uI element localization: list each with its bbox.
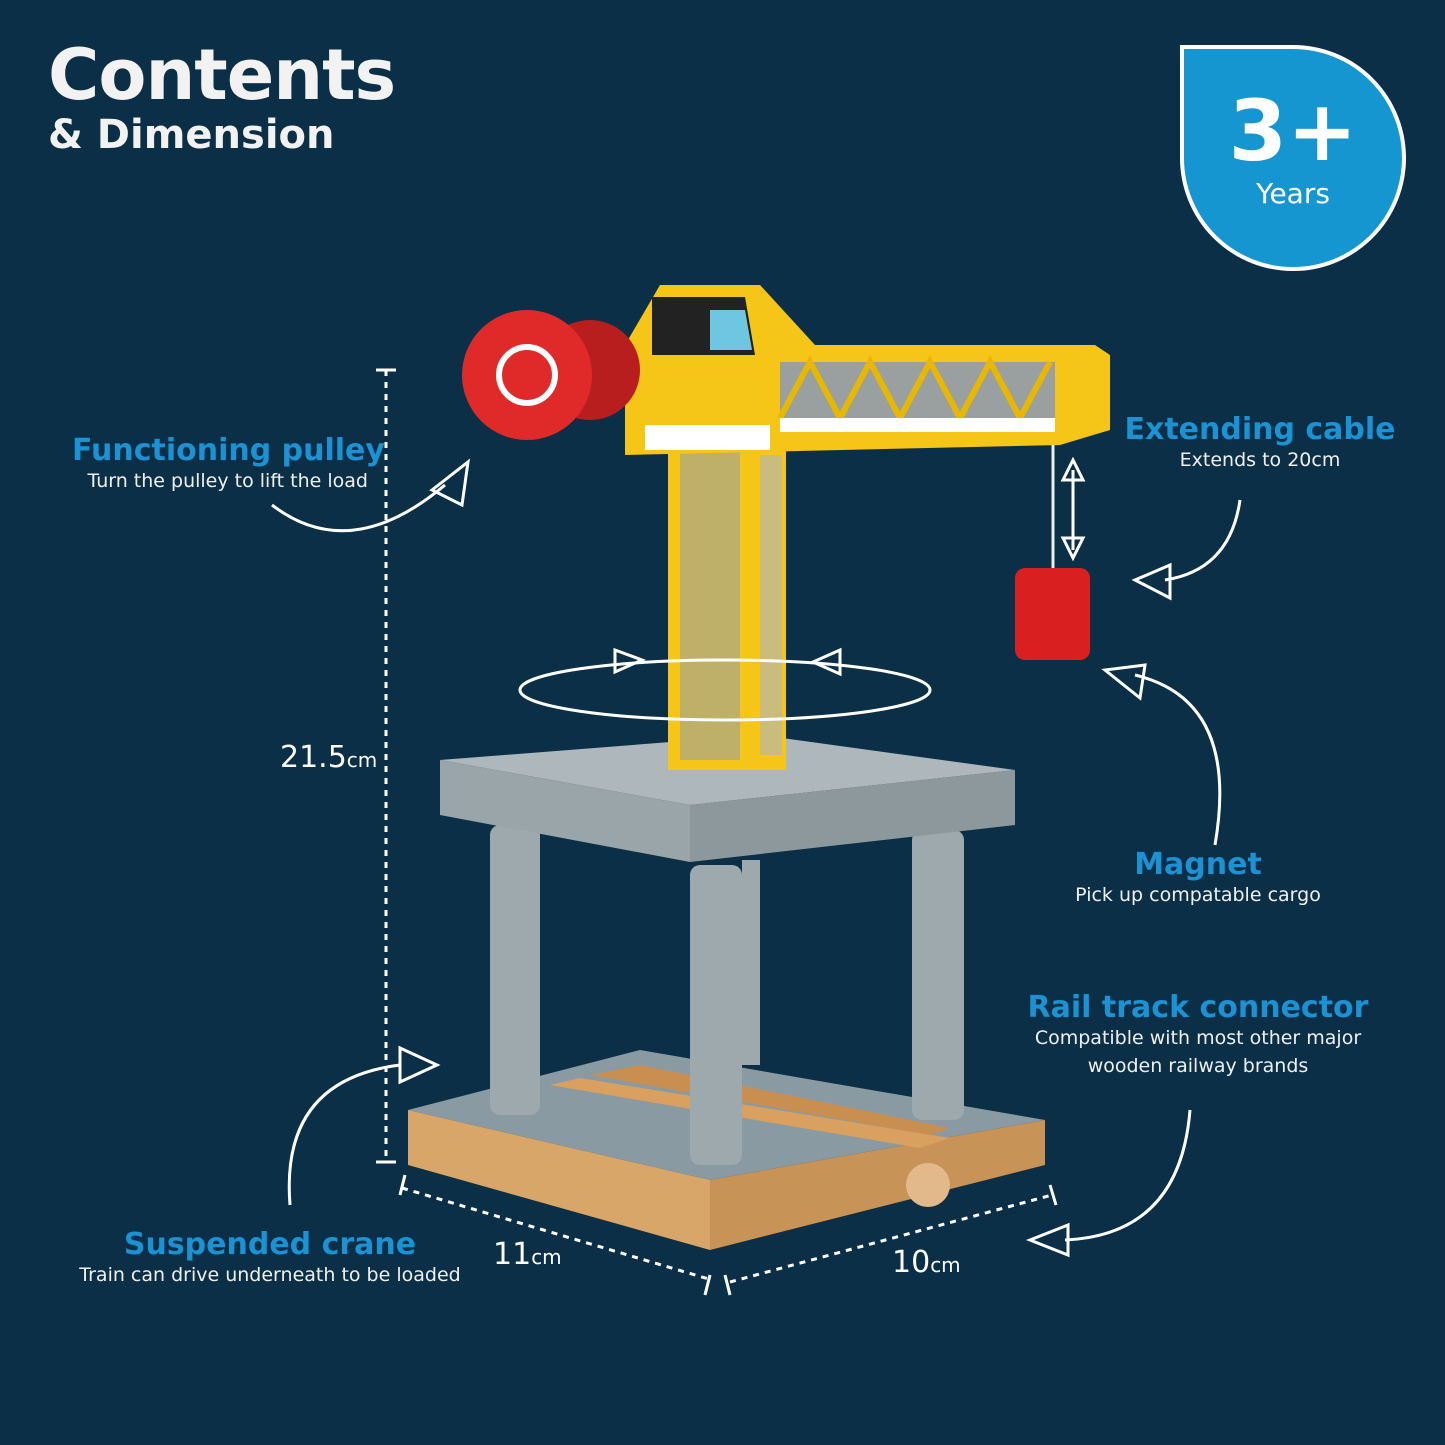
page-title: Contents [48, 34, 396, 116]
page-subtitle: & Dimension [48, 112, 335, 158]
dimension-unit: cm [531, 1245, 562, 1269]
dimension-value: 11 [493, 1237, 532, 1272]
age-label: Years [1256, 177, 1330, 210]
feature-title: Functioning pulley [72, 433, 385, 468]
feature-title: Extending cable [1124, 412, 1396, 447]
dimension-unit: cm [930, 1253, 961, 1277]
dimension-value: 21.5 [280, 740, 347, 775]
magnet-weight [1015, 568, 1090, 660]
dimension-unit: cm [346, 748, 378, 772]
pulley-wheel [462, 310, 640, 440]
width-dimension: 11cm [493, 1237, 562, 1272]
feature-desc: Compatible with most other major [1034, 1027, 1362, 1049]
feature-suspended-crane: Suspended crane Train can drive undernea… [60, 1227, 480, 1286]
crane-jib [625, 285, 1110, 455]
feature-desc: Extends to 20cm [1179, 449, 1341, 471]
extend-arrow [1060, 456, 1086, 562]
feature-rail-track-connector: Rail track connector Compatible with mos… [1018, 990, 1378, 1077]
feature-title: Magnet [1134, 847, 1262, 882]
age-value: 3+ [1228, 82, 1358, 180]
feature-functioning-pulley: Functioning pulley Turn the pulley to li… [72, 433, 385, 492]
feature-title: Rail track connector [1027, 990, 1369, 1025]
feature-desc-2: wooden railway brands [1087, 1055, 1309, 1077]
crane-tower [668, 440, 786, 770]
age-badge: 3+ Years [1180, 45, 1406, 271]
support-legs [490, 825, 964, 1165]
feature-desc: Train can drive underneath to be loaded [79, 1264, 461, 1286]
feature-extending-cable: Extending cable Extends to 20cm [1120, 412, 1400, 471]
depth-dimension: 10cm [892, 1245, 961, 1280]
height-dimension: 21.5cm [280, 740, 377, 775]
feature-magnet: Magnet Pick up compatable cargo [1048, 847, 1348, 906]
feature-desc: Pick up compatable cargo [1075, 884, 1321, 906]
feature-desc: Turn the pulley to lift the load [87, 470, 368, 492]
pointer-arrows [271, 458, 1242, 1258]
dimension-lines [376, 368, 1058, 1296]
rotation-arrow [518, 658, 932, 722]
dimension-value: 10 [892, 1245, 931, 1280]
feature-title: Suspended crane [123, 1227, 417, 1262]
